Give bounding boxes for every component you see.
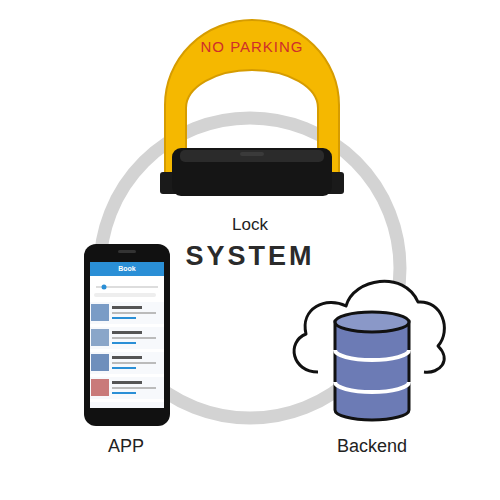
parking-lock [160,20,344,196]
component-label: Lock [232,216,268,235]
center-title: SYSTEM [185,242,314,272]
smartphone [84,244,170,426]
component-label: APP [108,437,144,457]
cloud-database [294,281,444,420]
sign-text: NO PARKING [200,39,303,56]
component-label: Backend [337,437,407,457]
screen-header: Book [118,265,136,273]
